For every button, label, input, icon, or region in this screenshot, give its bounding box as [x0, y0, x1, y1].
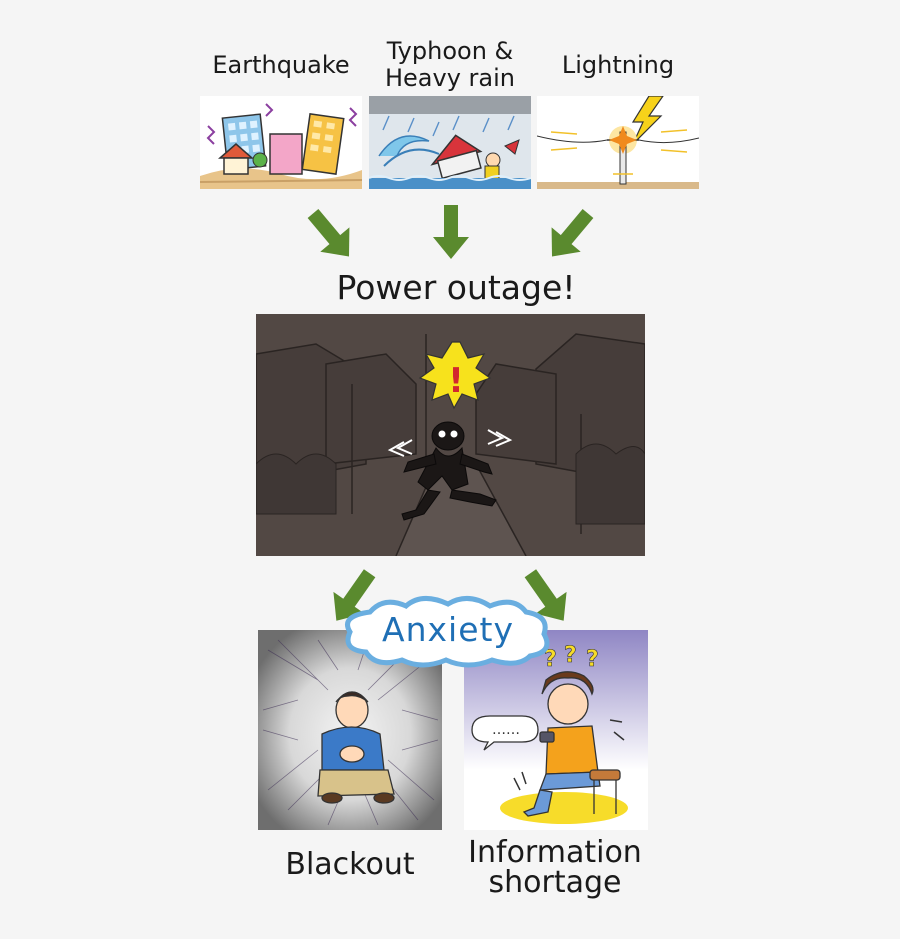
effect-label-blackout: Blackout [285, 847, 415, 882]
svg-text:?: ? [564, 643, 577, 668]
arrow-typhoon-to-outage [433, 205, 469, 259]
arrow-earthquake-to-outage [307, 209, 350, 257]
svg-text:……: …… [492, 722, 520, 738]
arrow-outage-to-information-shortage [524, 569, 567, 621]
svg-text:?: ? [586, 647, 599, 672]
effect-label-information-shortage: Information shortage [468, 835, 642, 900]
typhoon-illustration [369, 96, 531, 189]
lightning-illustration [537, 96, 699, 189]
svg-text:!: ! [448, 361, 464, 401]
anxiety-cloud [345, 596, 550, 668]
earthquake-illustration [200, 96, 362, 189]
anxiety-label: Anxiety [382, 610, 514, 649]
cause-label-lightning: Lightning [561, 51, 675, 79]
arrow-lightning-to-outage [551, 209, 594, 257]
cause-label-earthquake: Earthquake [212, 51, 350, 79]
cause-label-typhoon: Typhoon & Heavy rain [384, 37, 515, 92]
power-outage-label: Power outage! [336, 268, 576, 307]
svg-text:?: ? [544, 647, 557, 672]
power-outage-illustration: ! [256, 314, 645, 556]
